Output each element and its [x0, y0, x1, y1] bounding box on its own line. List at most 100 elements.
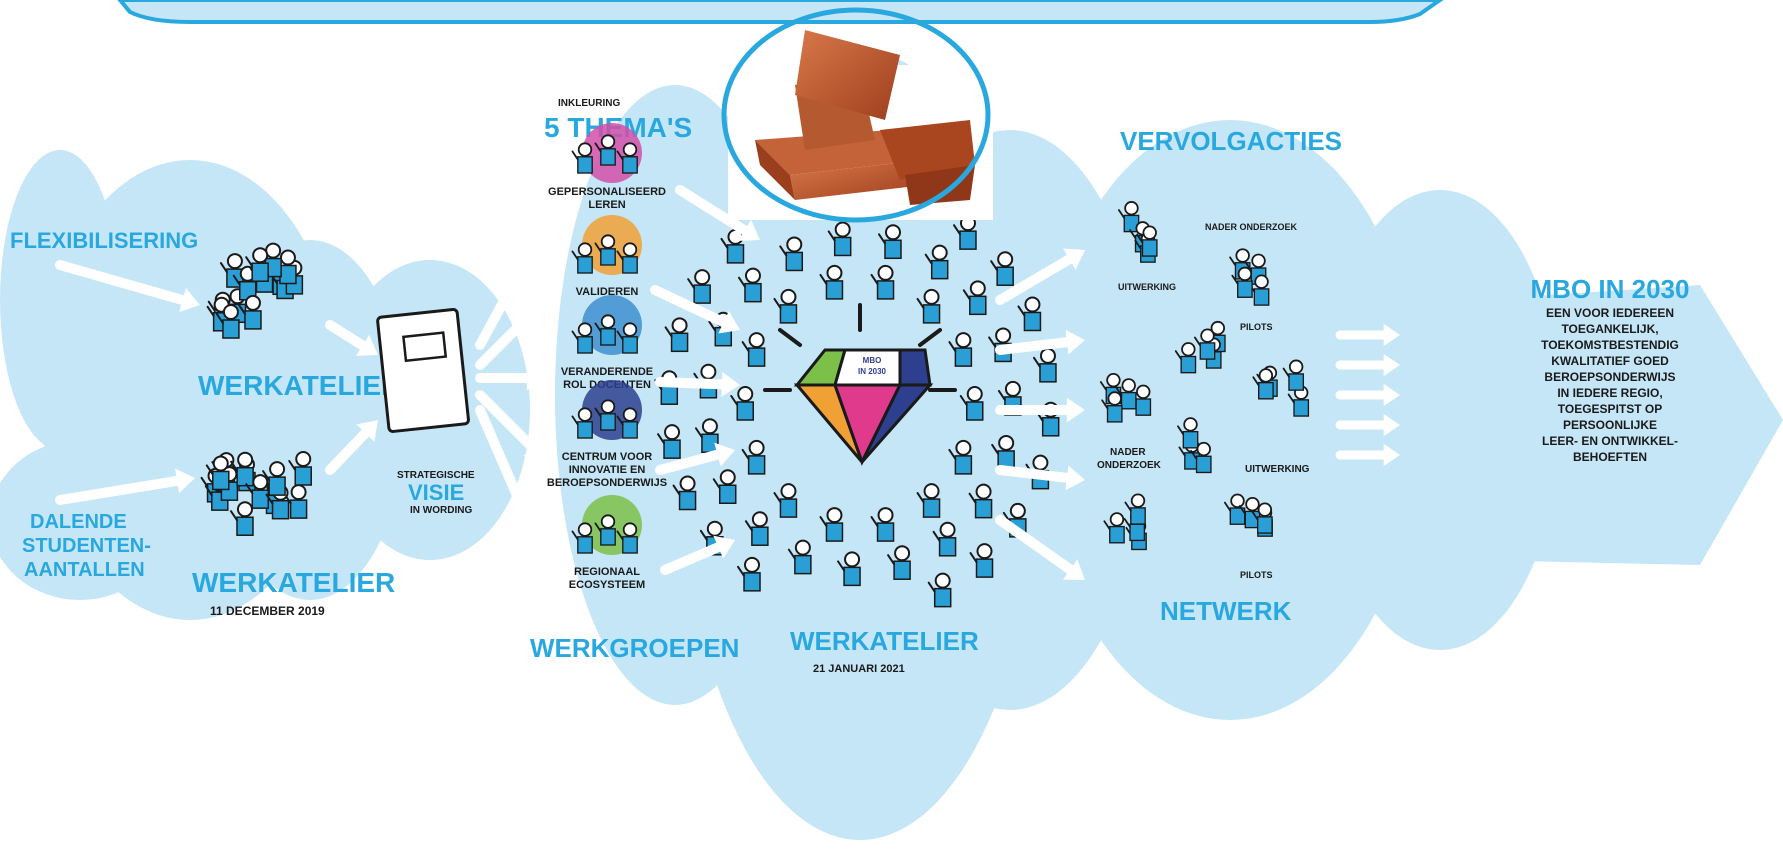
person-figure: [819, 264, 844, 300]
person-figure: [916, 483, 941, 518]
person-figure: [258, 242, 282, 278]
person-figure: [1174, 342, 1197, 374]
themas-intro: INKLEURING: [558, 98, 620, 109]
person-figure: [712, 469, 737, 504]
theme-label: GEPERSONALISEERD: [548, 186, 666, 198]
person-figure: [616, 142, 638, 174]
final-description-line: IN IEDERE REGIO,: [1557, 386, 1662, 400]
person-figure: [245, 474, 270, 509]
person-figure: [887, 545, 911, 580]
person-figure: [877, 224, 902, 260]
person-figure: [237, 294, 262, 330]
final-description-line: EEN VOOR IEDEREEN: [1546, 306, 1674, 320]
final-description-line: BEHOEFTEN: [1573, 450, 1647, 464]
werkgroepen-label: WERKGROEPEN: [530, 633, 739, 663]
visie-line3: IN WORDING: [410, 505, 472, 516]
person-figure: [694, 418, 719, 454]
theme-label: LEREN: [588, 199, 625, 211]
arrow: [55, 468, 195, 505]
person-figure: [1101, 391, 1123, 423]
person-figure: [571, 322, 593, 354]
theme-label: REGIONAAL: [574, 566, 640, 578]
person-figure: [283, 484, 308, 519]
visie-line1: STRATEGISCHE: [397, 470, 475, 481]
label-pilots-1: PILOTS: [1240, 322, 1273, 332]
notebook-icon: [376, 308, 470, 433]
person-figure: [787, 539, 812, 575]
person-figure: [245, 247, 269, 282]
person-figure: [990, 251, 1014, 286]
theme-label: ECOSYSTEEM: [569, 579, 645, 591]
arrow: [1335, 443, 1400, 467]
arrow: [995, 329, 1085, 355]
input-flexibilisering: FLEXIBILISERING: [10, 228, 198, 253]
person-figure: [571, 242, 593, 274]
label-uitwerking-1: UITWERKING: [1118, 282, 1176, 292]
person-figure: [924, 244, 949, 280]
input-dalende-1: DALENDE: [30, 511, 127, 533]
person-figure: [657, 424, 681, 459]
person-figure: [1124, 493, 1146, 525]
arrow: [650, 285, 740, 334]
person-figure: [272, 249, 297, 285]
person-figure: [773, 483, 798, 518]
top-banner: [117, 0, 1444, 24]
person-figure: [827, 221, 852, 257]
theme-label: CENTRUM VOOR: [562, 451, 653, 463]
diamond-label-2: IN 2030: [858, 367, 887, 376]
person-figure: [737, 267, 762, 303]
person-figure: [616, 322, 638, 354]
person-figure: [948, 439, 973, 475]
person-figure: [229, 501, 254, 536]
person-figure: [1017, 296, 1042, 332]
person-figure: [741, 439, 766, 475]
person-figure: [968, 483, 993, 519]
person-figure: [927, 572, 952, 608]
person-figure: [230, 451, 254, 487]
person-figure: [969, 543, 994, 578]
person-figure: [594, 399, 616, 431]
person-figure: [730, 386, 754, 421]
arrow: [325, 320, 378, 356]
person-figure: [571, 142, 593, 174]
arrow: [655, 371, 740, 397]
person-figure: [1231, 266, 1253, 298]
final-description-line: BEROEPSONDERWIJS: [1544, 370, 1675, 384]
person-figure: [870, 264, 895, 300]
person-figure: [1251, 502, 1273, 534]
person-figure: [594, 134, 616, 166]
final-description-line: TOEKOMSTBESTENDIG: [1541, 338, 1679, 352]
person-figure: [948, 332, 973, 367]
final-description-line: TOEGANKELIJK,: [1561, 322, 1658, 336]
person-figure: [616, 522, 638, 554]
theme-label: BEROEPSONDERWIJS: [547, 477, 667, 489]
arrow: [995, 397, 1085, 423]
arrow: [475, 390, 545, 460]
label-nader-onderzoek-1: NADER ONDERZOEK: [1205, 222, 1298, 232]
person-figure: [991, 434, 1015, 470]
person-figure: [1238, 497, 1261, 529]
final-description: EEN VOOR IEDEREEN TOEGANKELIJK, TOEKOMSTBE…: [1541, 306, 1679, 464]
person-figure: [664, 317, 689, 353]
final-description-line: TOEGESPITST OP: [1558, 402, 1662, 416]
label-uitwerking-2: UITWERKING: [1245, 464, 1310, 475]
arrow: [995, 515, 1085, 580]
netwerk-label: NETWERK: [1160, 596, 1292, 626]
person-figure: [1190, 441, 1212, 474]
arrow: [1335, 323, 1400, 347]
person-figure: [1282, 359, 1305, 391]
person-figure: [594, 234, 616, 266]
person-figure: [616, 242, 638, 274]
vervolgacties-title: VERVOLGACTIES: [1120, 126, 1342, 156]
person-figure: [959, 386, 984, 421]
person-figure: [962, 280, 987, 316]
person-figure: [773, 288, 798, 324]
arrow: [55, 260, 200, 312]
arrow: [655, 442, 735, 475]
person-figure: [205, 455, 230, 491]
label-nader-onderzoek-2a: NADER: [1110, 447, 1146, 458]
